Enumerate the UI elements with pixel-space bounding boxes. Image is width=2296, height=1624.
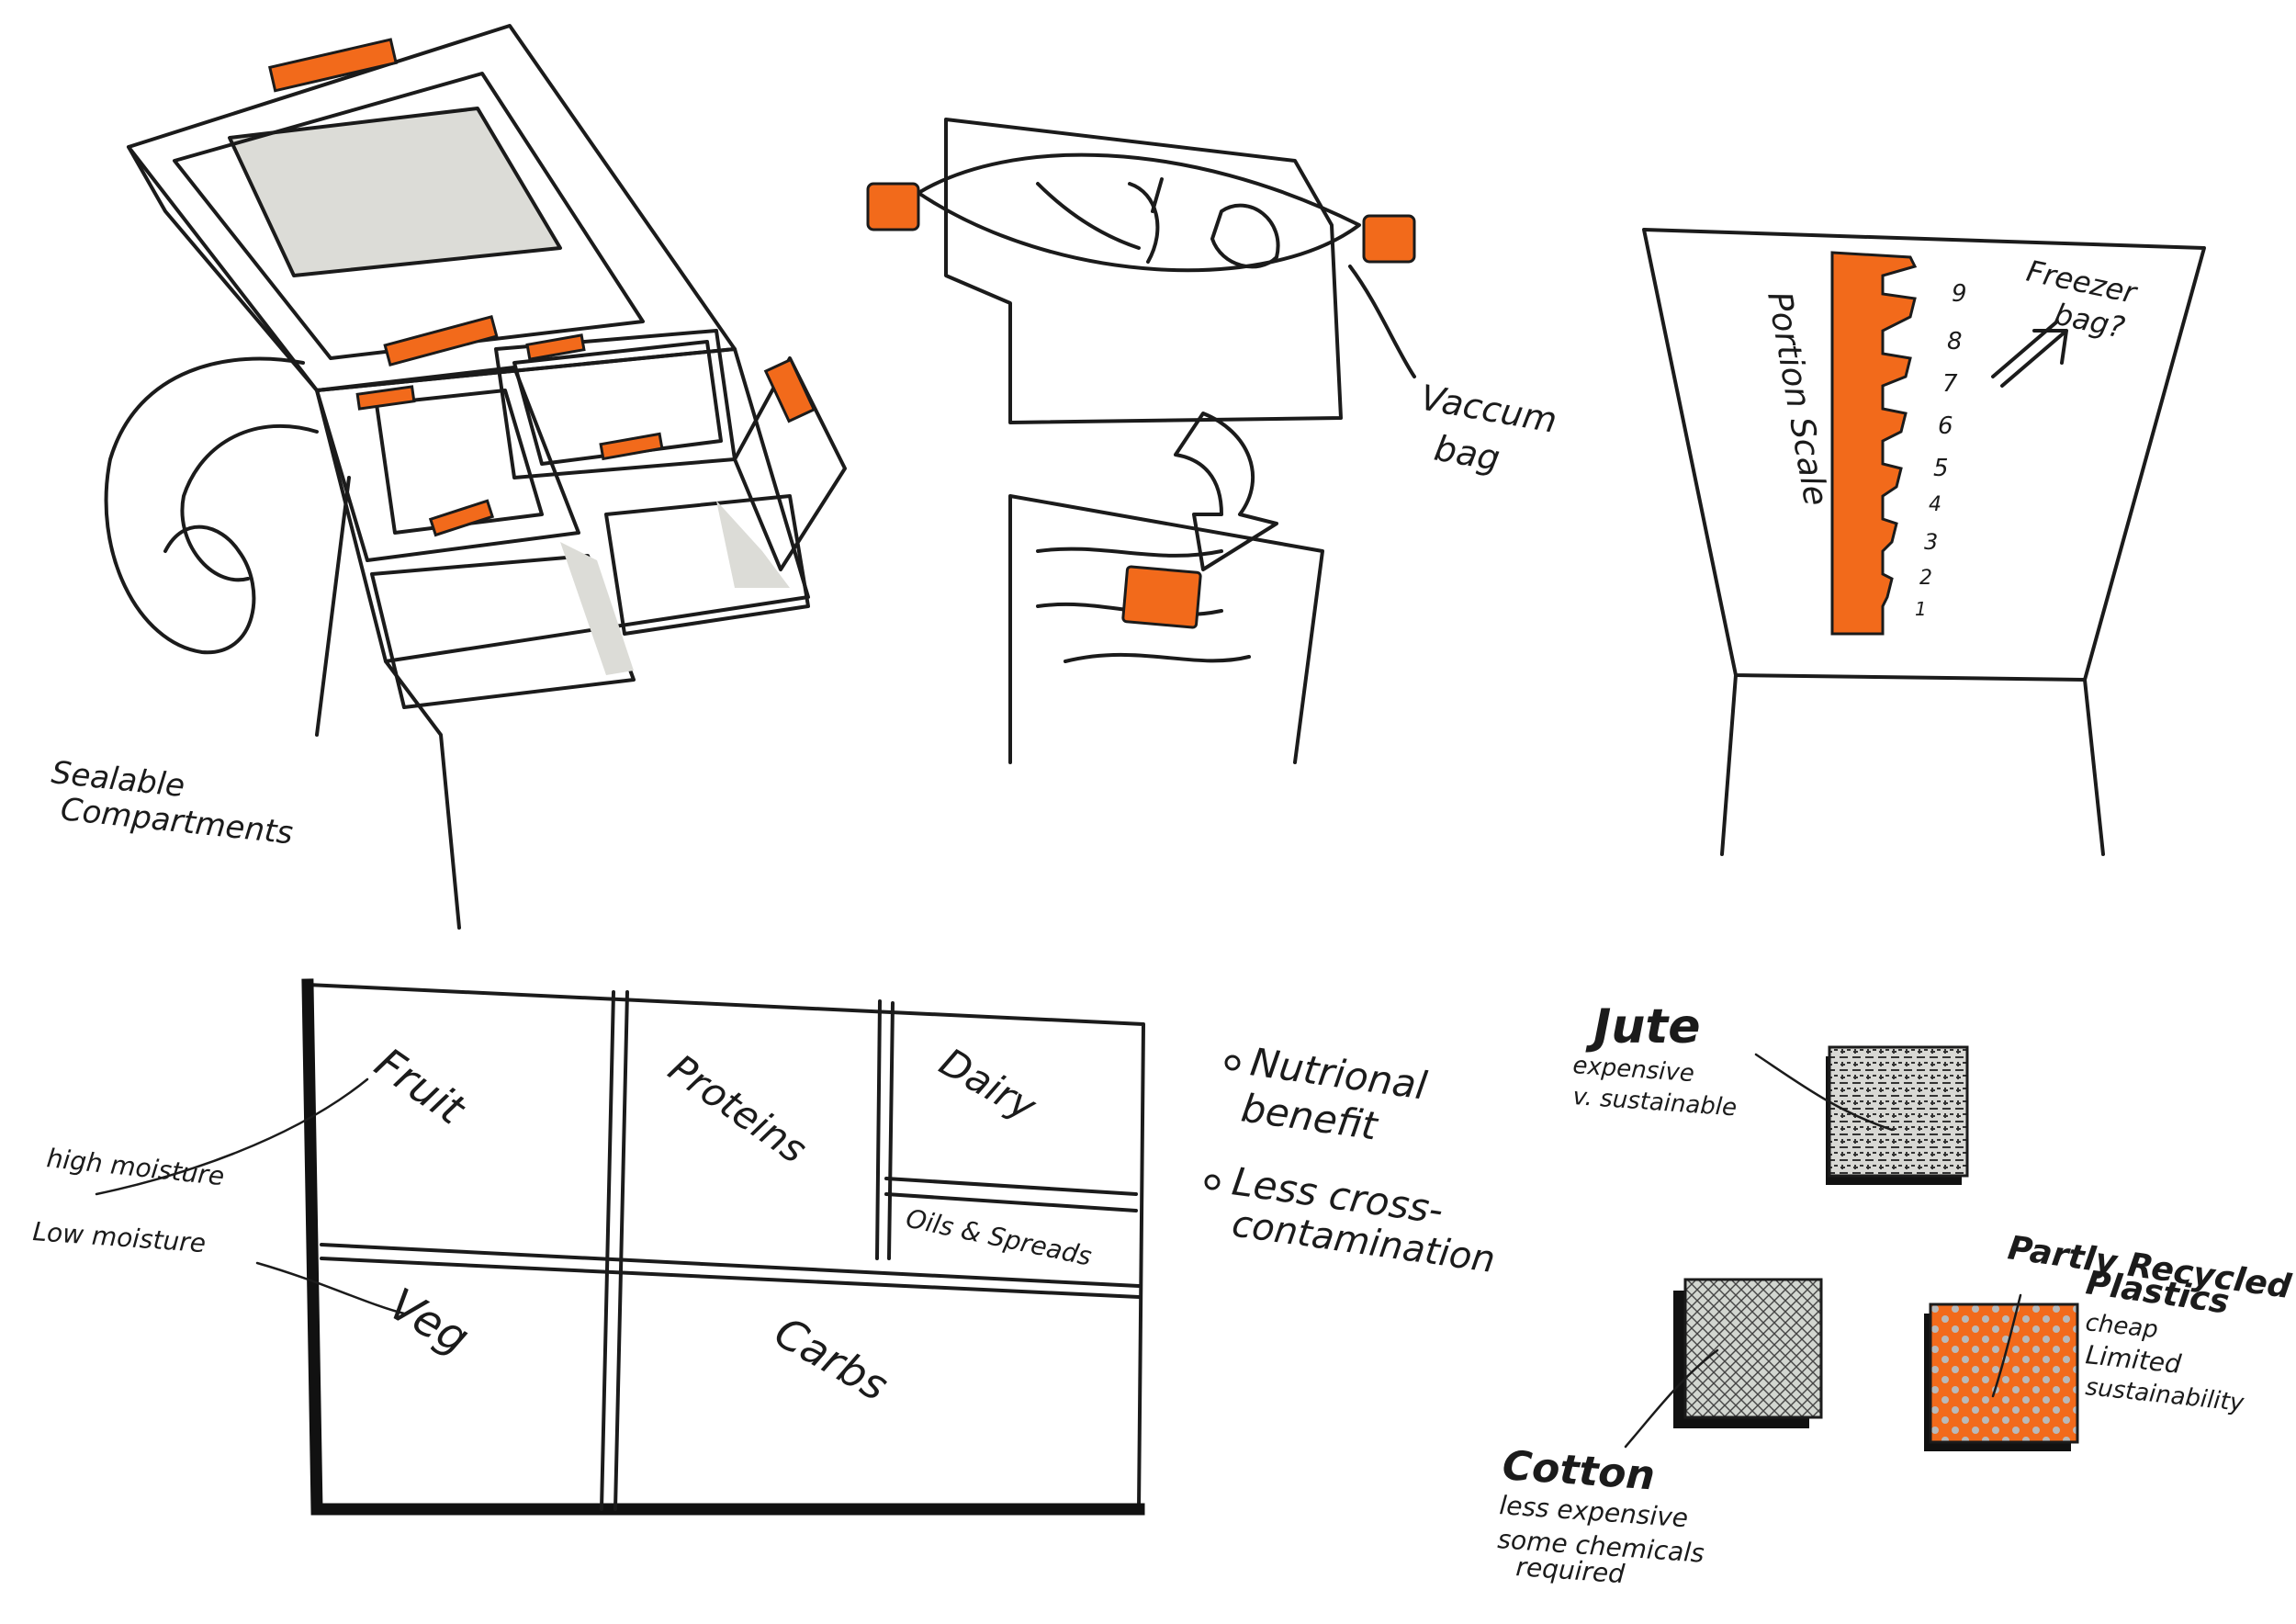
- scale-number-7: 7: [1942, 370, 1958, 398]
- portion-scale-sketch: 9 8 7 6 5 4 3 2 1 Portion Scale Freezer …: [1642, 228, 2206, 856]
- material-partly-recycled-plastics: Partly Recycled Plastics cheap Limited s…: [1924, 1229, 2294, 1451]
- vacuum-label-line2: bag: [1431, 428, 1503, 479]
- material-cotton: Cotton less expensive some chemicals req…: [1497, 1278, 1823, 1589]
- jute-title: Jute: [1585, 999, 1701, 1054]
- scale-number-5: 5: [1933, 455, 1949, 482]
- plastics-point-3: sustainability: [2084, 1373, 2245, 1417]
- vacuum-bag-sketch: Vaccum bag: [866, 118, 1560, 764]
- plan-carbs-label: Carbs: [767, 1307, 897, 1411]
- scale-number-8: 8: [1947, 328, 1963, 355]
- jute-point-1: expensive: [1572, 1052, 1695, 1088]
- material-jute: Jute expensive v. sustainable: [1572, 999, 1969, 1185]
- scale-number-4: 4: [1929, 493, 1941, 516]
- benefits-list: Nutrional benefit Less cross- contaminat…: [1204, 1039, 1498, 1281]
- jute-point-2: v. sustainable: [1572, 1083, 1739, 1122]
- plan-shadow-edge: [301, 978, 1145, 1516]
- plan-oils-label: Oils & Spreads: [904, 1203, 1095, 1272]
- scale-number-1: 1: [1915, 598, 1927, 620]
- lunchbox-sketch: Sealable Compartments: [50, 24, 847, 930]
- cotton-point-3: required: [1515, 1551, 1626, 1589]
- plan-veg-label: Veg: [380, 1279, 478, 1365]
- cotton-title: Cotton: [1501, 1442, 1656, 1499]
- low-moisture-note: Low moisture: [32, 1216, 208, 1258]
- scale-number-9: 9: [1952, 280, 1967, 308]
- plan-dairy-label: Dairy: [932, 1039, 1044, 1130]
- compartment-plan: Fruit Proteins Dairy Oils & Spreads Veg …: [32, 978, 1145, 1516]
- scale-number-6: 6: [1938, 412, 1953, 440]
- portion-scale-label: Portion Scale: [1760, 288, 1834, 508]
- plan-fruit-label: Fruit: [366, 1038, 476, 1135]
- plan-proteins-label: Proteins: [660, 1045, 815, 1172]
- scale-number-2: 2: [1919, 567, 1932, 590]
- plastics-point-1: cheap: [2084, 1309, 2159, 1344]
- plastics-point-2: Limited: [2084, 1339, 2183, 1380]
- scale-number-3: 3: [1924, 529, 1938, 555]
